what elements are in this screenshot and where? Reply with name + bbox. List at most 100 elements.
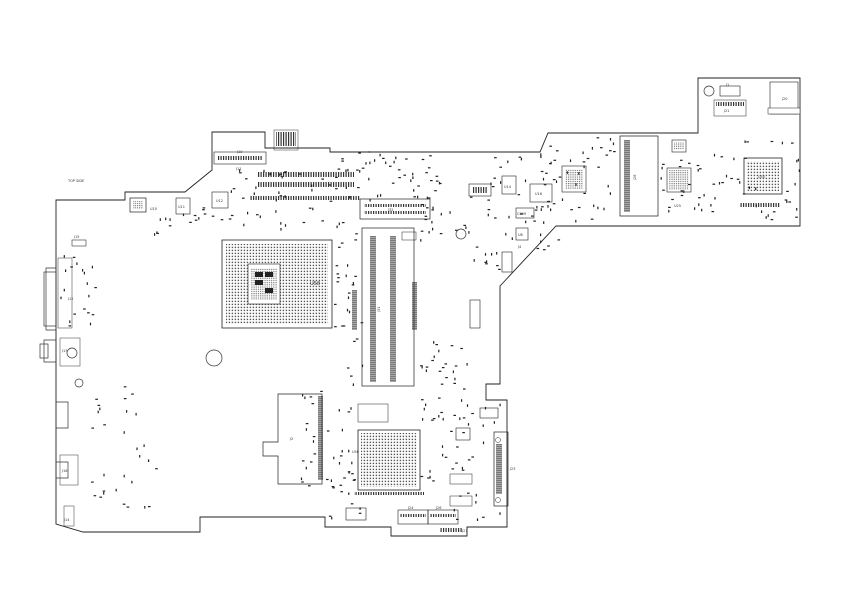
smd-part	[662, 189, 665, 191]
smd-part	[70, 266, 73, 268]
smd-part	[490, 182, 492, 186]
smd-part	[680, 194, 684, 197]
smd-part	[540, 153, 542, 156]
smd-part	[427, 477, 430, 479]
smd-part	[356, 169, 359, 171]
smd-part	[103, 473, 105, 477]
smd-part	[465, 226, 467, 229]
smd-part	[341, 160, 344, 162]
smd-part	[566, 171, 568, 174]
label-u25: U25	[674, 204, 681, 208]
smd-part	[511, 237, 513, 240]
ic-u8	[515, 227, 529, 241]
smd-part	[358, 152, 361, 154]
smd-part	[770, 140, 774, 143]
smd-part	[794, 182, 796, 186]
smd-part	[713, 153, 716, 157]
label-j10: J10	[236, 150, 243, 154]
smd-part	[360, 322, 364, 324]
smd-part	[786, 190, 789, 192]
smd-part	[507, 160, 509, 164]
ic-u18	[468, 183, 492, 197]
smd-part	[341, 450, 343, 453]
label-u50: U50	[758, 175, 765, 179]
smd-part	[144, 506, 146, 509]
smd-part	[283, 172, 287, 174]
smd-part	[518, 156, 522, 158]
label-u14: U14	[504, 185, 512, 189]
smd-part	[309, 461, 313, 463]
smd-part	[553, 159, 557, 161]
smd-part	[429, 470, 431, 473]
smd-part	[93, 495, 97, 497]
smd-part	[328, 184, 332, 186]
smd-part	[348, 492, 350, 495]
smd-part	[484, 253, 487, 256]
smd-part	[487, 199, 490, 201]
smd-part	[280, 222, 282, 225]
smd-part	[597, 166, 600, 168]
smd-part	[189, 221, 192, 223]
smd-part	[328, 515, 332, 517]
slot-j28	[619, 135, 659, 217]
smd-part	[420, 475, 424, 478]
smd-part	[429, 155, 432, 157]
smd-part	[578, 172, 580, 175]
smd-part	[698, 203, 700, 206]
smd-part	[712, 183, 716, 185]
smd-part	[725, 174, 728, 178]
smd-part	[550, 161, 552, 165]
smd-part	[426, 207, 429, 209]
smd-part	[582, 161, 586, 163]
smd-part	[755, 187, 757, 190]
smd-part	[417, 185, 420, 187]
smd-part	[331, 486, 335, 488]
smd-part	[748, 186, 750, 190]
smd-part	[450, 345, 454, 347]
smd-part	[395, 156, 397, 160]
smd-part	[358, 512, 362, 514]
smd-part	[524, 179, 527, 183]
smd-part	[263, 169, 265, 173]
smd-part	[590, 218, 594, 220]
smd-part	[432, 206, 434, 210]
connector-small	[469, 299, 481, 329]
smd-part	[123, 474, 125, 478]
smd-part	[475, 493, 477, 497]
smd-part	[73, 313, 76, 315]
smd-part	[552, 203, 556, 205]
label-u16: U16	[535, 192, 542, 196]
smd-part	[459, 417, 461, 420]
smd-part	[357, 187, 360, 189]
smd-part	[449, 211, 451, 214]
smd-part	[439, 182, 442, 185]
smd-part	[496, 252, 498, 255]
smd-part	[499, 166, 502, 168]
smd-part	[345, 274, 347, 278]
smd-part	[420, 239, 422, 242]
smd-part	[91, 265, 93, 269]
smd-part	[412, 176, 414, 179]
smd-part	[434, 190, 437, 192]
smd-part	[482, 516, 485, 518]
smd-part	[135, 412, 137, 416]
smd-part	[389, 165, 392, 167]
smd-part	[694, 207, 696, 210]
smd-part	[367, 151, 371, 153]
label-j15: J15	[73, 235, 80, 239]
smd-part	[339, 455, 343, 457]
smd-part	[352, 383, 354, 386]
smd-part	[461, 469, 465, 471]
smd-part	[345, 186, 347, 189]
smd-part	[703, 194, 705, 197]
label-u10: U10	[150, 207, 157, 211]
smd-part	[351, 461, 353, 465]
smd-part	[454, 365, 458, 367]
smd-part	[156, 232, 159, 234]
smd-part	[473, 259, 475, 262]
smd-part	[467, 459, 471, 461]
smd-part	[494, 217, 497, 219]
ic-u3	[449, 473, 473, 485]
smd-part	[536, 205, 538, 209]
smd-part	[338, 246, 341, 248]
